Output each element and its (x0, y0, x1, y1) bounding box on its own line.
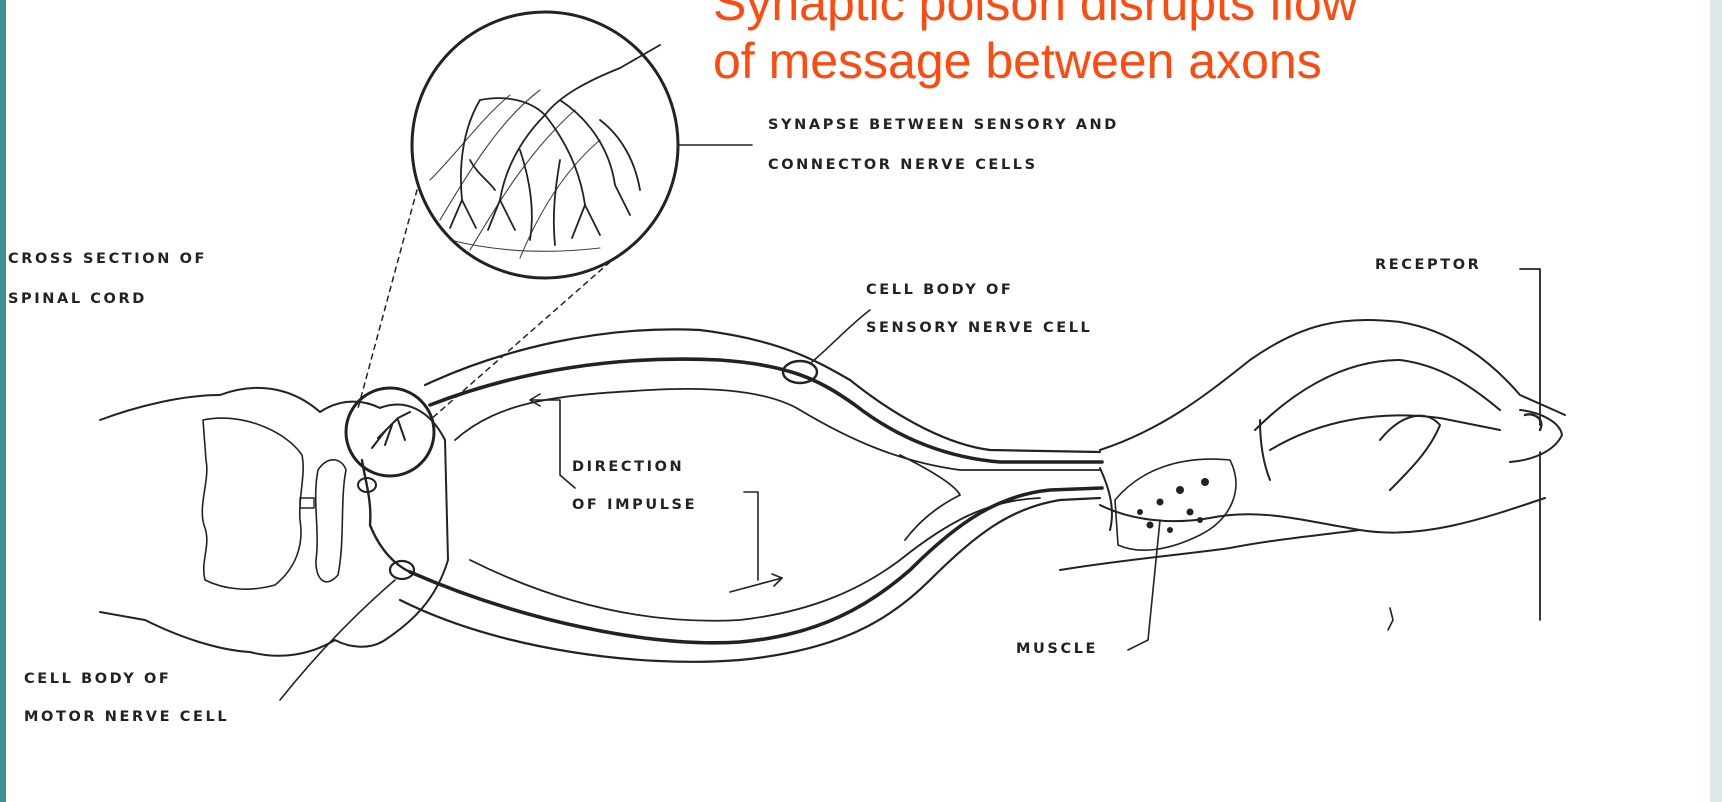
central-canal (300, 498, 314, 508)
sensory-body-label-line-2: SENSORY NERVE CELL (866, 319, 1092, 337)
motor-body-label-line-1: CELL BODY OF (24, 670, 171, 688)
cross-section-label-line-2: SPINAL CORD (8, 290, 147, 308)
spinal-cord-cross-section (100, 388, 448, 656)
muscle-leader-line (1128, 520, 1160, 650)
sensory-body-label-line-1: CELL BODY OF (866, 281, 1013, 299)
direction-label-line-1: DIRECTION (572, 458, 684, 476)
synapse-label-line-1: SYNAPSE BETWEEN SENSORY AND (768, 116, 1119, 134)
receptor-label: RECEPTOR (1375, 256, 1481, 274)
synapse-label-line-2: CONNECTOR NERVE CELLS (768, 156, 1038, 174)
synapse-magnified-circle (412, 12, 678, 278)
cross-section-label-line-1: CROSS SECTION OF (8, 250, 207, 268)
motor-body-label-line-2: MOTOR NERVE CELL (24, 708, 229, 726)
motor-body-leader-line (280, 580, 395, 700)
motor-nerve-cell-body (390, 561, 414, 579)
small-mark (1388, 608, 1393, 630)
muscle-label: MUSCLE (1016, 640, 1098, 658)
direction-label-line-2: OF IMPULSE (572, 496, 697, 514)
nerve-pathways (358, 329, 1102, 661)
impulse-direction-marker (530, 394, 782, 592)
sensory-body-leader-line (812, 310, 870, 362)
arm-and-hand (1060, 320, 1565, 570)
receptor-marker (1520, 269, 1541, 620)
